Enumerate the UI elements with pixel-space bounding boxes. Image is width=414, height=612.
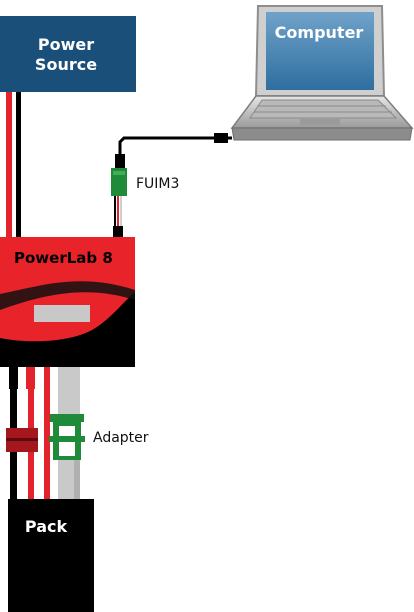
fuim3-module: FUIM3 (111, 168, 179, 238)
power-source-label-line2: Source (35, 55, 97, 74)
computer-label: Computer (275, 23, 364, 42)
keyboard-area (250, 100, 396, 118)
computer-cable (115, 133, 232, 168)
pack-label: Pack (25, 517, 68, 536)
fuim3-label: FUIM3 (136, 176, 179, 192)
powerlab-unit: PowerLab 8 (0, 237, 135, 367)
power-source-box: Power Source (0, 16, 136, 92)
pack-box: Pack (8, 499, 94, 612)
powerlab-display (34, 305, 90, 322)
adapter-label: Adapter (93, 430, 149, 446)
power-wires (6, 92, 21, 238)
adapter: Adapter (49, 414, 149, 460)
powerlab-label: PowerLab 8 (14, 249, 113, 267)
computer-laptop: Computer (232, 6, 412, 140)
power-source-label-line1: Power (38, 35, 94, 54)
